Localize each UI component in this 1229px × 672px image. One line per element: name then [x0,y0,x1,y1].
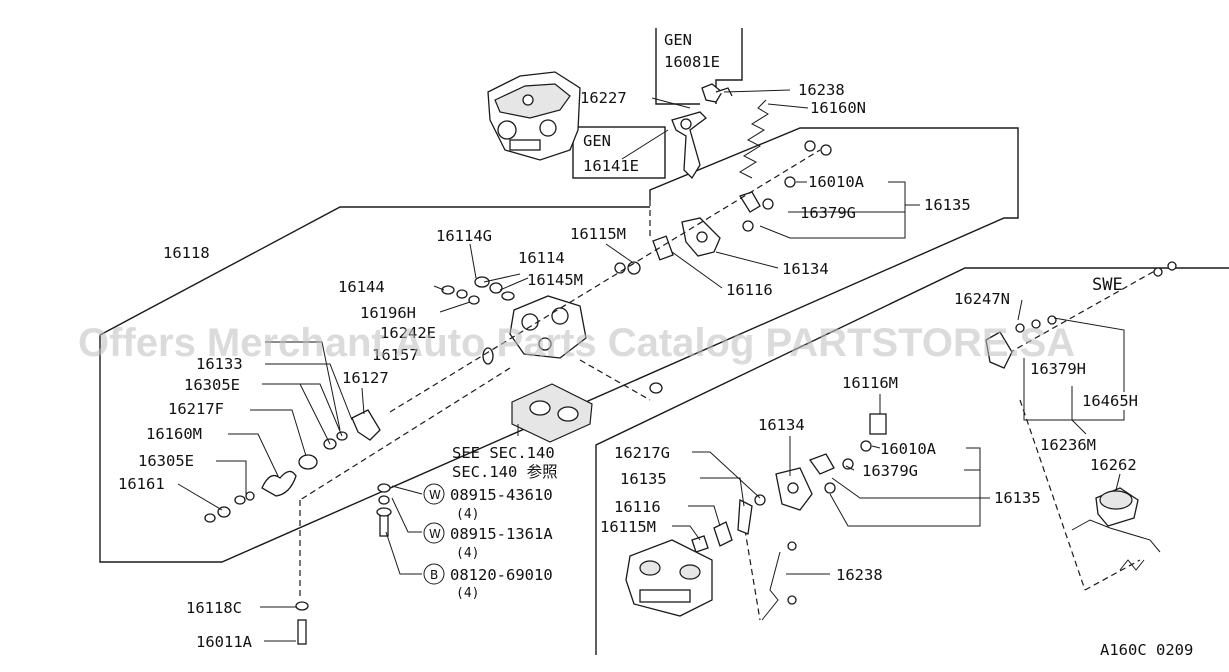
fastener-qty: (4) [456,586,479,601]
fastener-symbol-b: B [430,568,438,582]
fastener-code: 08915-43610 [450,486,553,504]
part-16217G: 16217G [614,444,670,462]
carburetor-center-block [509,295,587,359]
linkage-lower-right [691,413,887,621]
part-16157: 16157 [372,346,419,364]
part-16135-bot: 16135 [994,489,1041,507]
see-section-ref: SEE SEC.140 [452,444,555,462]
fastener-qty: (4) [456,507,479,522]
fastener-list: W 08915-43610 (4) W 08915-1361A (4) B 08… [423,483,553,601]
small-screws-center [441,276,663,394]
fastener-symbol-w: W [429,527,441,541]
part-16262: 16262 [1090,456,1137,474]
bolts-left-lower [295,483,392,645]
variant-swe-label: SWE [1092,275,1123,295]
linkage-upper-right [614,140,832,275]
part-16160N: 16160N [810,99,866,117]
part-16118: 16118 [163,244,210,262]
part-16116-top: 16116 [726,281,773,299]
fastener-code: 08120-69010 [450,566,553,584]
fastener-qty: (4) [456,546,479,561]
dashed-guides [299,149,1161,621]
swe-group [985,261,1177,571]
part-16011A: 16011A [196,633,253,651]
gen-box-top: GEN 16081E [655,28,743,105]
part-16379G-bot: 16379G [862,462,918,480]
part-16238-top: 16238 [798,81,845,99]
variant-gen-mid-label: GEN [583,132,611,150]
part-16145M: 16145M [527,271,583,289]
part-16144: 16144 [338,278,385,296]
variant-gen-top-label: GEN [664,31,692,49]
left-shaft-assembly [204,409,381,523]
part-16116-bot: 16116 [614,498,661,516]
leader-lines [177,89,1125,642]
fastener-row: B 08120-69010 (4) [423,563,553,601]
part-16196H: 16196H [360,304,416,322]
part-16238-bot: 16238 [836,566,883,584]
part-16465H: 16465H [1082,392,1138,410]
part-16247N: 16247N [954,290,1010,308]
part-16379H: 16379H [1030,360,1086,378]
part-16217F: 16217F [168,400,224,418]
part-16135-mid: 16135 [620,470,667,488]
figure-code: A160C 0209 [1100,641,1193,659]
part-16305E-bot: 16305E [138,452,194,470]
throttle-lever-top [671,83,733,180]
section-reference: SEE SEC.140 SEC.140 参照 [452,444,558,481]
part-16305E-top: 16305E [184,376,240,394]
part-16115M-top: 16115M [570,225,626,243]
part-16115M-bot: 16115M [600,518,656,536]
part-16118C: 16118C [186,599,242,617]
part-16134-bot: 16134 [758,416,805,434]
part-16081E: 16081E [664,53,720,71]
part-16227: 16227 [580,89,627,107]
spring-16160n [738,99,769,179]
carburetor-body-upper [487,71,581,161]
part-16379G-top: 16379G [800,204,856,222]
carburetor-body-lower [625,539,713,617]
part-16114G: 16114G [436,227,492,245]
section-ref-jp: SEC.140 参照 [452,463,558,481]
fastener-symbol-w: W [429,488,441,502]
main-frame [99,127,1229,655]
part-16134-top: 16134 [782,260,829,278]
fastener-row: W 08915-1361A (4) [423,522,553,561]
part-16135-top: 16135 [924,196,971,214]
part-16161: 16161 [118,475,165,493]
part-labels: 16238 16227 16160N 16010A 16135 16379G 1… [118,81,1138,651]
fastener-row: W 08915-43610 (4) [423,483,553,522]
part-16141E: 16141E [583,157,639,175]
part-16160M: 16160M [146,425,202,443]
part-16242E: 16242E [380,324,436,342]
part-16010A-bot: 16010A [880,440,937,458]
part-16010A-top: 16010A [808,173,865,191]
part-16114: 16114 [518,249,565,267]
part-16116M: 16116M [842,374,898,392]
watermark-text: Offers Merchant Auto Parts Catalog PARTS… [78,321,1075,365]
fastener-code: 08915-1361A [450,525,553,543]
gen-box-mid: GEN 16141E [572,126,669,179]
gasket-sec140 [511,383,593,443]
part-16133: 16133 [196,355,243,373]
part-16236M: 16236M [1040,436,1096,454]
part-16127: 16127 [342,369,389,387]
